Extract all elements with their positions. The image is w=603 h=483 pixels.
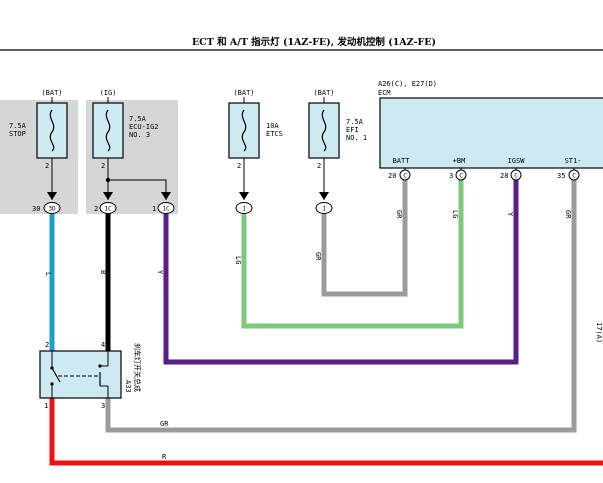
fuse-pin: 2: [237, 162, 241, 170]
fuse-supply-label: (BAT): [233, 89, 254, 97]
fuse-pin: 2: [45, 162, 49, 170]
connector-oval: [235, 202, 253, 214]
wire-label-ecm-gr1: GR: [395, 210, 403, 219]
connector-pin: 30: [32, 205, 40, 213]
ecm-name: ECM: [378, 89, 391, 97]
ecm-module: A26(C), E27(D) ECM BATT +BM IGSW ST1- 20…: [378, 80, 603, 181]
fuse-rating: 10A: [266, 122, 279, 130]
fuse-rating: 7.5A: [129, 115, 147, 123]
wire-label-lg: LG: [234, 256, 242, 264]
fuse-body: [308, 102, 340, 159]
connector-pin: 1: [152, 205, 156, 213]
fuse-symbol-icon: [321, 109, 327, 152]
ecm-pin-conn-circle: [399, 169, 411, 181]
wire-gr-batt: [321, 178, 408, 297]
ecm-pin-conn: C: [514, 173, 518, 180]
wire-lg: [241, 178, 464, 329]
fuse-symbol-icon: [241, 109, 247, 152]
connector-oval: [99, 202, 117, 214]
connector-id: 1C: [104, 206, 112, 213]
connector-pin: 2: [94, 205, 98, 213]
ecm-pin-num: 35: [557, 172, 565, 180]
wire-label-gr: GR: [314, 252, 322, 261]
connector-oval: [43, 202, 61, 214]
fuse-supply-label: (BAT): [313, 89, 334, 97]
fuse-name: ETCS: [266, 130, 283, 138]
ecm-pin-label-bm: +BM: [453, 157, 466, 165]
fuse-name-2: NO. 3: [129, 131, 150, 139]
ecm-pin-num: 28: [500, 172, 508, 180]
ecm-pin-conn-circle: [455, 169, 467, 181]
connector-id: 3D: [48, 206, 56, 213]
switch-name: 刹车灯开关总成: [133, 343, 142, 392]
fuse-rating: 7.5A: [346, 118, 364, 126]
ecm-pin-conn: C: [403, 173, 407, 180]
arrow-down-icon: [47, 192, 57, 200]
fuse-pin: 2: [101, 162, 105, 170]
wire-label-ecm-y: Y: [506, 212, 514, 217]
connector-id: 1: [242, 206, 246, 213]
wire-label-bottom-r: R: [162, 453, 167, 461]
fuse-etcs: (BAT) 10A ETCS 2 1: [228, 89, 283, 214]
fuse-symbol-icon: [105, 109, 111, 152]
wire-label-ecm-gr2: GR: [564, 210, 572, 219]
ecm-pin-label-igsw: IGSW: [508, 157, 526, 165]
switch-pin-bl: 1: [44, 402, 48, 410]
switch-pin-tl: 2: [45, 341, 49, 349]
ecm-pin-num: 3: [449, 172, 453, 180]
wire-r: [49, 398, 603, 466]
arrow-down-icon: [103, 192, 113, 200]
switch-pin-br: 3: [101, 402, 105, 410]
ecm-pin-label-batt: BATT: [393, 157, 411, 165]
edge-text: 17(A): [595, 322, 603, 343]
stop-lamp-switch: 2 4 1 3 A33 刹车灯开关总成: [39, 341, 142, 410]
fuse-rating: 7.5A: [9, 122, 27, 130]
fuse-symbol-icon: [49, 109, 55, 152]
fuse-supply-label: (BAT): [41, 89, 62, 97]
wire-label-bottom-gr: GR: [160, 420, 169, 428]
ecm-pin-conn: C: [572, 173, 576, 180]
ecm-pin-conn-circle: [510, 169, 522, 181]
wire-label-l: L: [44, 272, 52, 276]
diagram-title: ECT 和 A/T 指示灯 (1AZ-FE), 发动机控制 (1AZ-FE): [192, 36, 436, 48]
arrow-down-icon: [319, 192, 329, 200]
ecm-box: [379, 97, 603, 169]
arrow-down-icon: [161, 192, 171, 200]
fuse-name-2: NO. 1: [346, 134, 367, 142]
fuse-name: STOP: [9, 130, 26, 138]
fuse-pin: 2: [317, 162, 321, 170]
wire-label-ecm-lg: LG: [451, 210, 459, 218]
fuse-name: ECU-IG2: [129, 123, 159, 131]
ecm-ref: A26(C), E27(D): [378, 80, 437, 88]
connector-oval: [157, 202, 175, 214]
wire-label-b: B: [99, 270, 107, 274]
fuse-efi: (BAT) 7.5A EFI NO. 1 2 1: [308, 89, 367, 214]
fuse-body: [228, 102, 260, 159]
connector-id: 1C: [162, 206, 170, 213]
switch-pin-tr: 4: [101, 341, 105, 349]
arrow-down-icon: [239, 192, 249, 200]
ecm-pin-num: 20: [388, 172, 396, 180]
fuse-supply-label: (IG): [100, 89, 117, 97]
connector-oval: [315, 202, 333, 214]
connector-id: 1: [322, 206, 326, 213]
switch-ref: A33: [124, 380, 132, 393]
wire-label-y: Y: [156, 270, 164, 275]
ecm-pin-conn: C: [459, 173, 463, 180]
ecm-pin-conn-circle: [568, 169, 580, 181]
switch-contact-icon: [51, 367, 61, 383]
ecm-pin-label-st1: ST1-: [565, 157, 582, 165]
fuse-stop: (BAT) 7.5A STOP 2 30 3D: [9, 89, 68, 214]
fuse-ecu-ig2: (IG) 7.5A ECU-IG2 NO. 3 2 2 1C 1 1C: [92, 89, 175, 214]
fuse-name: EFI: [346, 126, 359, 134]
fuse-body: [92, 102, 124, 159]
wire-y: [163, 178, 519, 365]
fuse-body: [36, 102, 68, 159]
wire-gr-st1: [105, 178, 577, 433]
